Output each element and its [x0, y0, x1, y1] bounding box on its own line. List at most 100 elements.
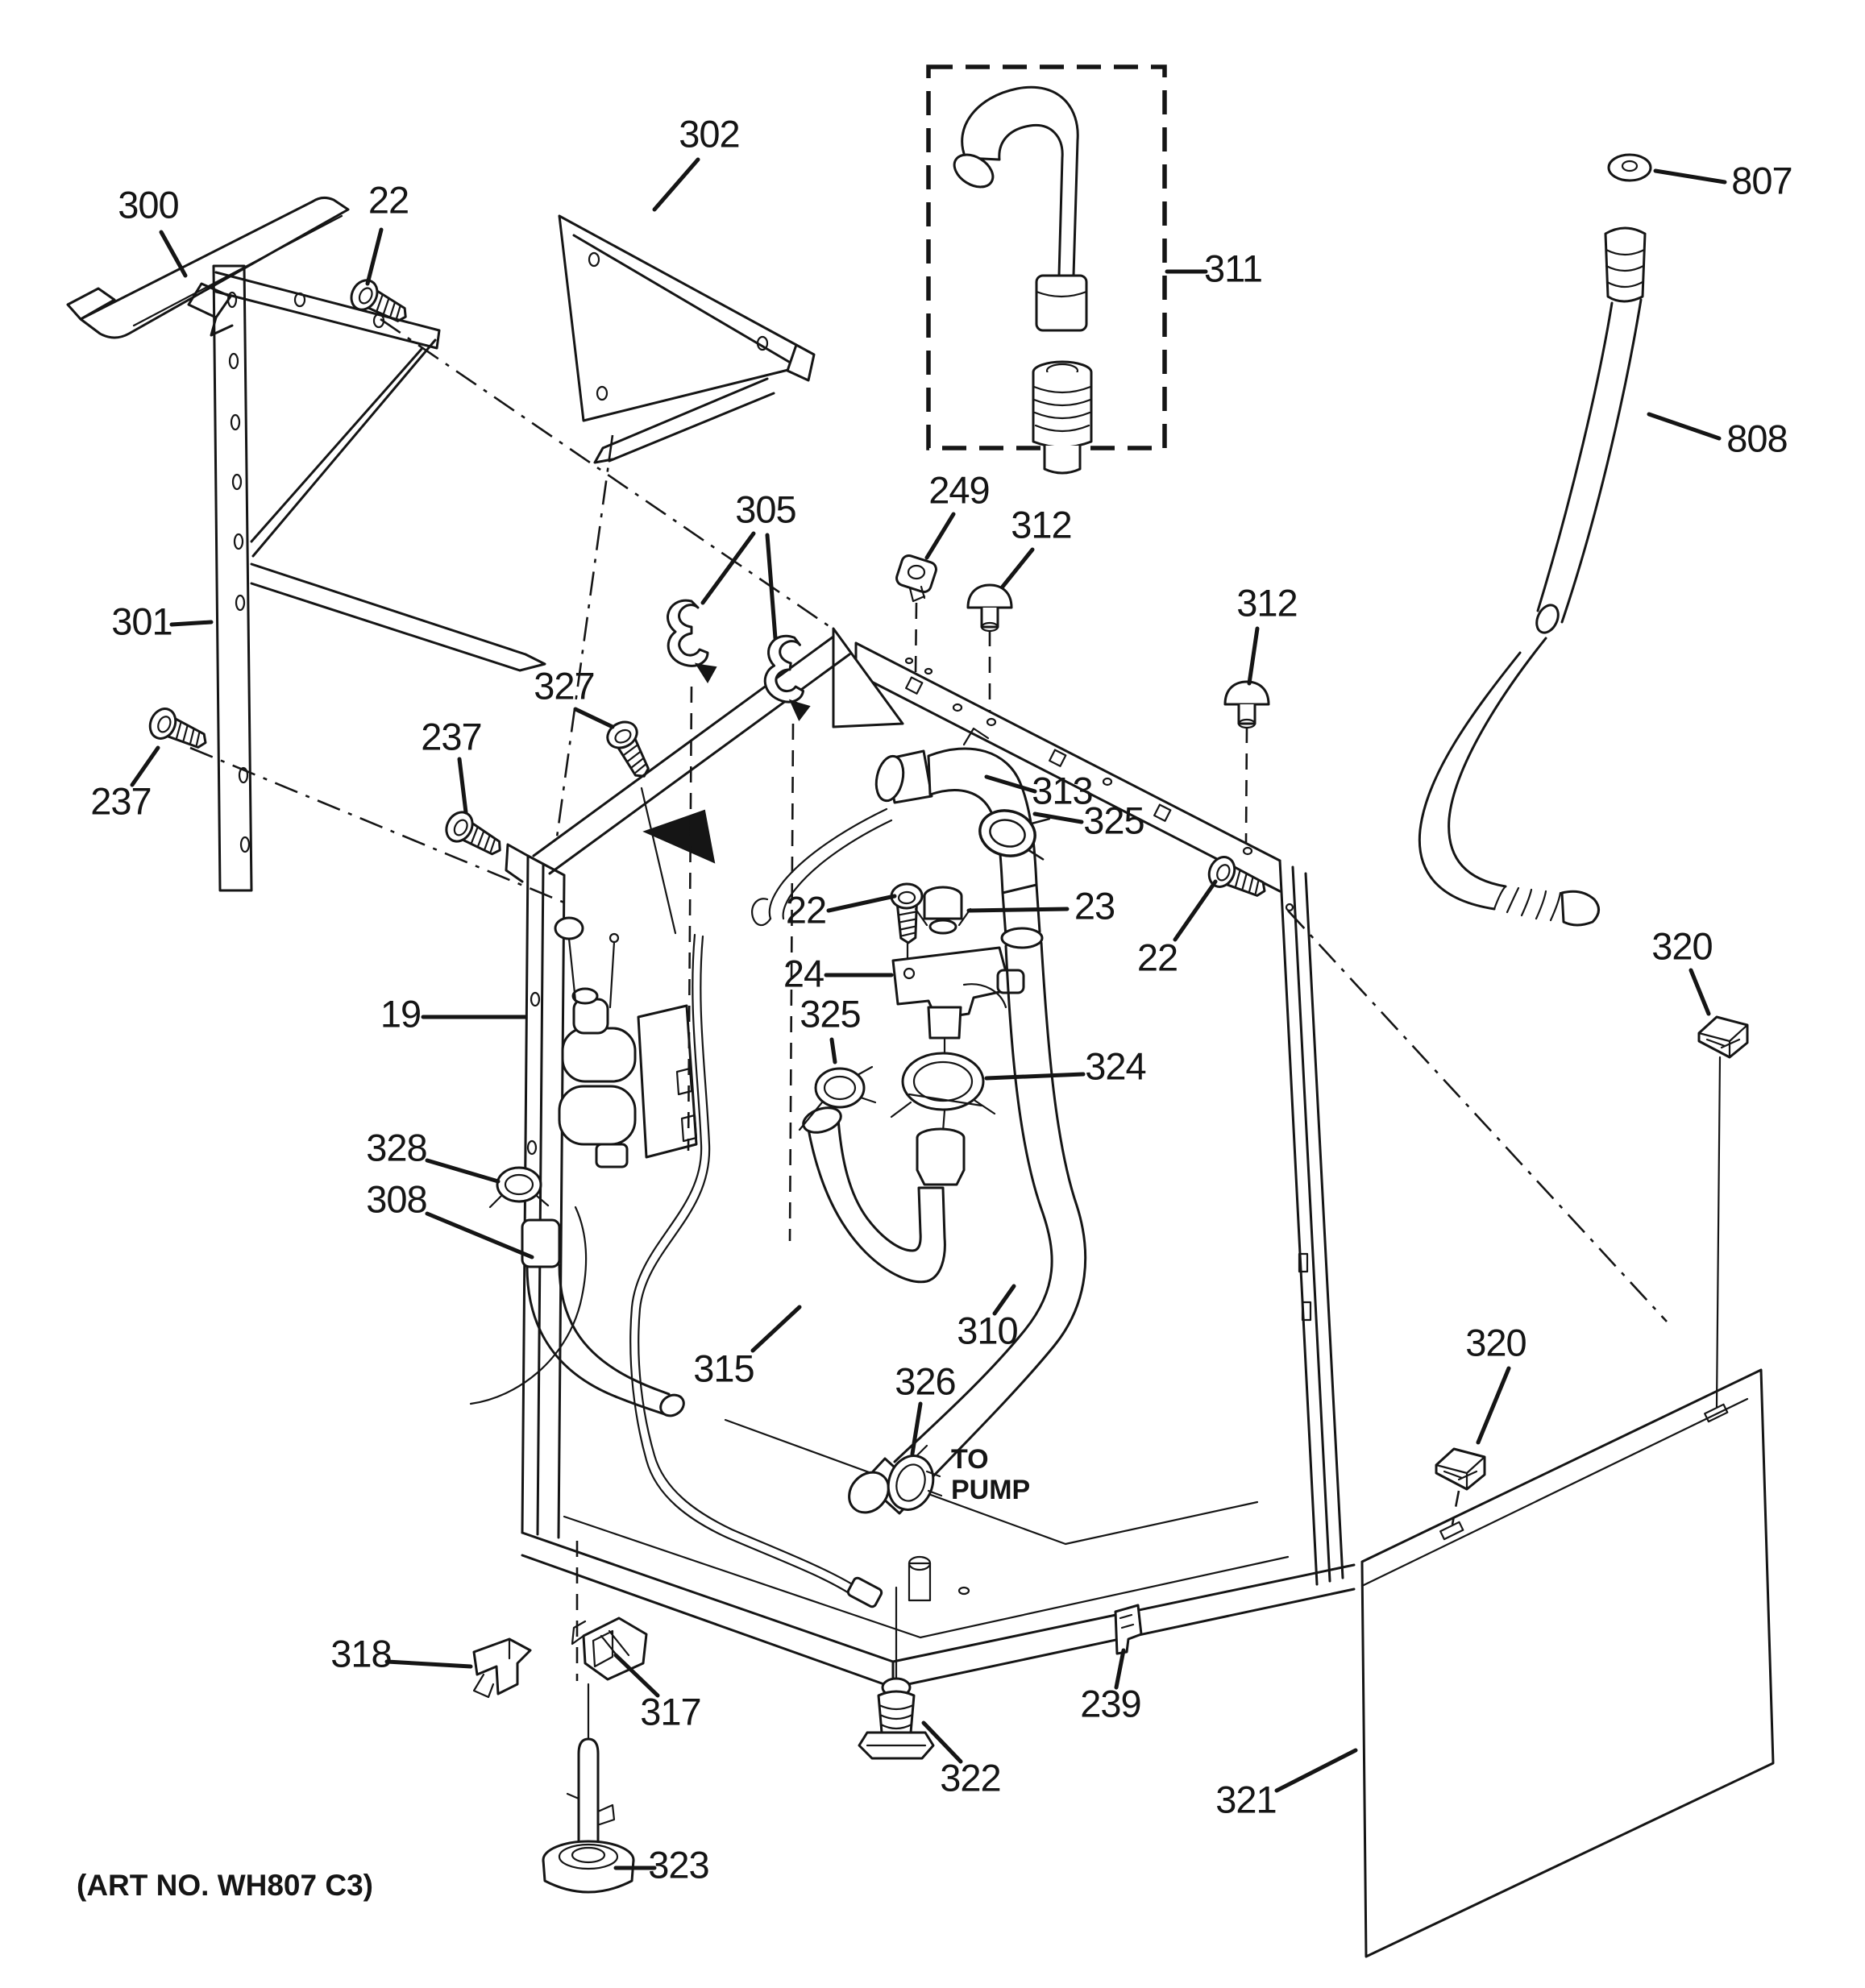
fill-elbow-315 — [802, 1106, 946, 1284]
callout-leader-249 — [924, 512, 956, 560]
callout-317: 317 — [640, 1690, 700, 1733]
callout-311: 311 — [1204, 247, 1262, 289]
clip-nut-249 — [893, 552, 940, 603]
alignment-line-bracket302 — [555, 434, 614, 844]
callout-313: 313 — [1032, 769, 1092, 811]
callout-leader-315 — [750, 1305, 802, 1353]
callout-leader-301 — [169, 620, 214, 627]
callout-302: 302 — [679, 112, 739, 155]
callout-leader-313 — [984, 774, 1037, 794]
callout-320: 320 — [1465, 1321, 1526, 1363]
leg-clip-317 — [571, 1617, 648, 1681]
panel-clip-320-b — [1697, 1015, 1749, 1059]
callout-leader-308 — [425, 1211, 534, 1260]
callout-24: 24 — [783, 952, 824, 994]
water-inlet-valve-19 — [554, 916, 698, 1168]
drop-line-320b — [1715, 1056, 1722, 1409]
callout-leader-239 — [1114, 1648, 1126, 1690]
screw-22-top-left — [345, 274, 414, 332]
callout-323: 323 — [648, 1843, 708, 1886]
callout-320: 320 — [1651, 924, 1712, 967]
callout-22: 22 — [1137, 936, 1178, 978]
bracket-301 — [212, 264, 546, 892]
to-pump-note-line1: TO — [951, 1444, 989, 1475]
leg-clip-318 — [472, 1637, 532, 1699]
callout-301: 301 — [111, 600, 172, 642]
callout-leader-305 — [765, 533, 778, 641]
bracket-302 — [558, 214, 816, 464]
foot-322 — [858, 1586, 935, 1760]
callout-leader-22 — [365, 227, 384, 286]
callout-leader-808 — [1647, 412, 1722, 441]
callout-leader-320 — [1476, 1366, 1511, 1445]
callout-322: 322 — [940, 1756, 1000, 1799]
callout-325: 325 — [800, 992, 860, 1035]
clip-239 — [1114, 1604, 1143, 1655]
art-number: (ART NO. WH807 C3) — [77, 1869, 373, 1902]
callout-leader-305 — [700, 531, 756, 605]
screw-22-right — [1203, 852, 1273, 907]
callout-312: 312 — [1011, 503, 1071, 546]
drop-line-320a — [1451, 1490, 1460, 1525]
callout-leader-320 — [1688, 968, 1711, 1016]
hose-grommet-807 — [1607, 153, 1652, 182]
callout-leader-317 — [613, 1653, 660, 1698]
valve-hose-308 — [521, 1218, 685, 1417]
alignment-line-screw22 — [380, 317, 831, 629]
leveling-leg-323 — [542, 1737, 635, 1894]
callout-315: 315 — [693, 1347, 754, 1389]
callout-leader-310 — [992, 1284, 1016, 1316]
callout-300: 300 — [118, 183, 178, 226]
drop-line-305a — [687, 686, 693, 1152]
callout-327: 327 — [534, 664, 594, 707]
hose-clamp-326 — [887, 1444, 943, 1511]
callout-310: 310 — [957, 1309, 1017, 1351]
callout-249: 249 — [928, 468, 989, 511]
callout-leader-321 — [1274, 1748, 1358, 1793]
alignment-line-backpanel — [1287, 910, 1668, 1322]
hose-clamp-325-b — [798, 1065, 877, 1131]
to-pump-note-line2: PUMP — [951, 1475, 1030, 1505]
callout-leader-237 — [130, 745, 160, 787]
callout-leader-807 — [1653, 168, 1727, 185]
back-panel-321 — [1360, 1368, 1775, 1958]
push-plug-312-b — [1223, 680, 1270, 729]
callout-318: 318 — [330, 1632, 391, 1675]
callout-leader-325 — [1032, 811, 1084, 824]
callout-807: 807 — [1731, 159, 1792, 201]
callout-321: 321 — [1215, 1778, 1276, 1820]
hose-clamp-324 — [890, 1052, 996, 1133]
callout-leader-325 — [829, 1037, 837, 1065]
callout-22: 22 — [786, 888, 826, 931]
alignment-line-237 — [189, 746, 565, 904]
hose-clip-305-b — [758, 632, 820, 722]
callout-leader-22 — [826, 894, 897, 913]
callout-305: 305 — [735, 488, 795, 530]
callout-leader-324 — [984, 1072, 1086, 1081]
inlet-hose-808 — [1418, 226, 1647, 927]
hose-clamp-325-a — [974, 801, 1055, 866]
callout-808: 808 — [1726, 417, 1787, 459]
callout-leader-327 — [573, 707, 615, 729]
callout-237: 237 — [421, 715, 481, 757]
coupling-23 — [914, 886, 972, 935]
callout-leader-22 — [1173, 879, 1218, 942]
callout-leader-312 — [1247, 626, 1260, 686]
callout-237: 237 — [90, 779, 151, 822]
fill-tube — [751, 807, 893, 927]
drop-line-305b — [788, 723, 795, 1242]
wire-harness — [629, 933, 883, 1608]
callout-leader-300 — [159, 230, 188, 278]
callout-239: 239 — [1080, 1682, 1140, 1724]
callout-leader-318 — [384, 1659, 473, 1669]
callout-leader-328 — [425, 1158, 501, 1184]
hose-clip-305-a — [667, 599, 717, 683]
push-plug-312-a — [966, 583, 1013, 633]
callout-23: 23 — [1074, 884, 1115, 927]
callout-leader-302 — [652, 157, 700, 212]
panel-clip-320-a — [1435, 1447, 1486, 1491]
callout-325: 325 — [1083, 799, 1144, 841]
